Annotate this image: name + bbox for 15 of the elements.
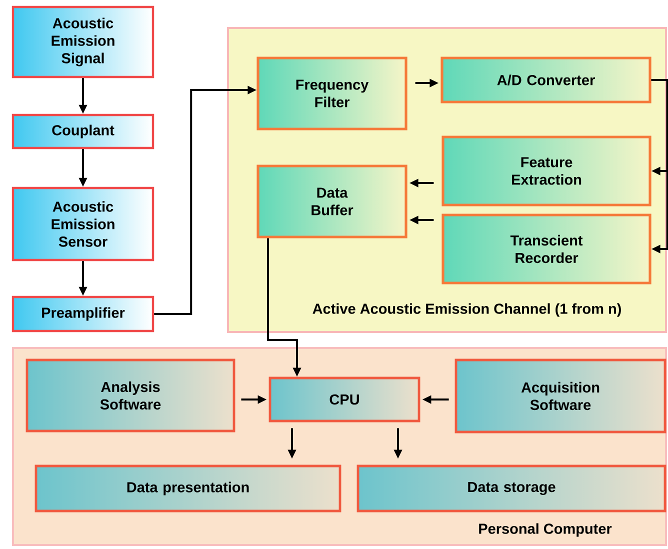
process-box: Transcient Recorder [442, 214, 652, 284]
process-box: Acquisition Software [454, 358, 666, 434]
process-box: Feature Extraction [442, 136, 652, 206]
process-box: Analysis Software [26, 358, 236, 432]
arrow [651, 79, 668, 254]
process-box: Couplant [12, 114, 154, 150]
process-box: Data storage [356, 464, 666, 512]
process-box: Frequency Filter [256, 56, 408, 130]
process-box: Data presentation [34, 464, 342, 512]
process-box: CPU [268, 376, 420, 422]
process-box: Preamplifier [12, 296, 154, 332]
process-box: Data Buffer [256, 164, 408, 238]
process-box: Acoustic Emission Signal [12, 6, 154, 78]
process-box: Acoustic Emission Sensor [12, 186, 154, 262]
process-box: A/D Converter [440, 56, 652, 104]
